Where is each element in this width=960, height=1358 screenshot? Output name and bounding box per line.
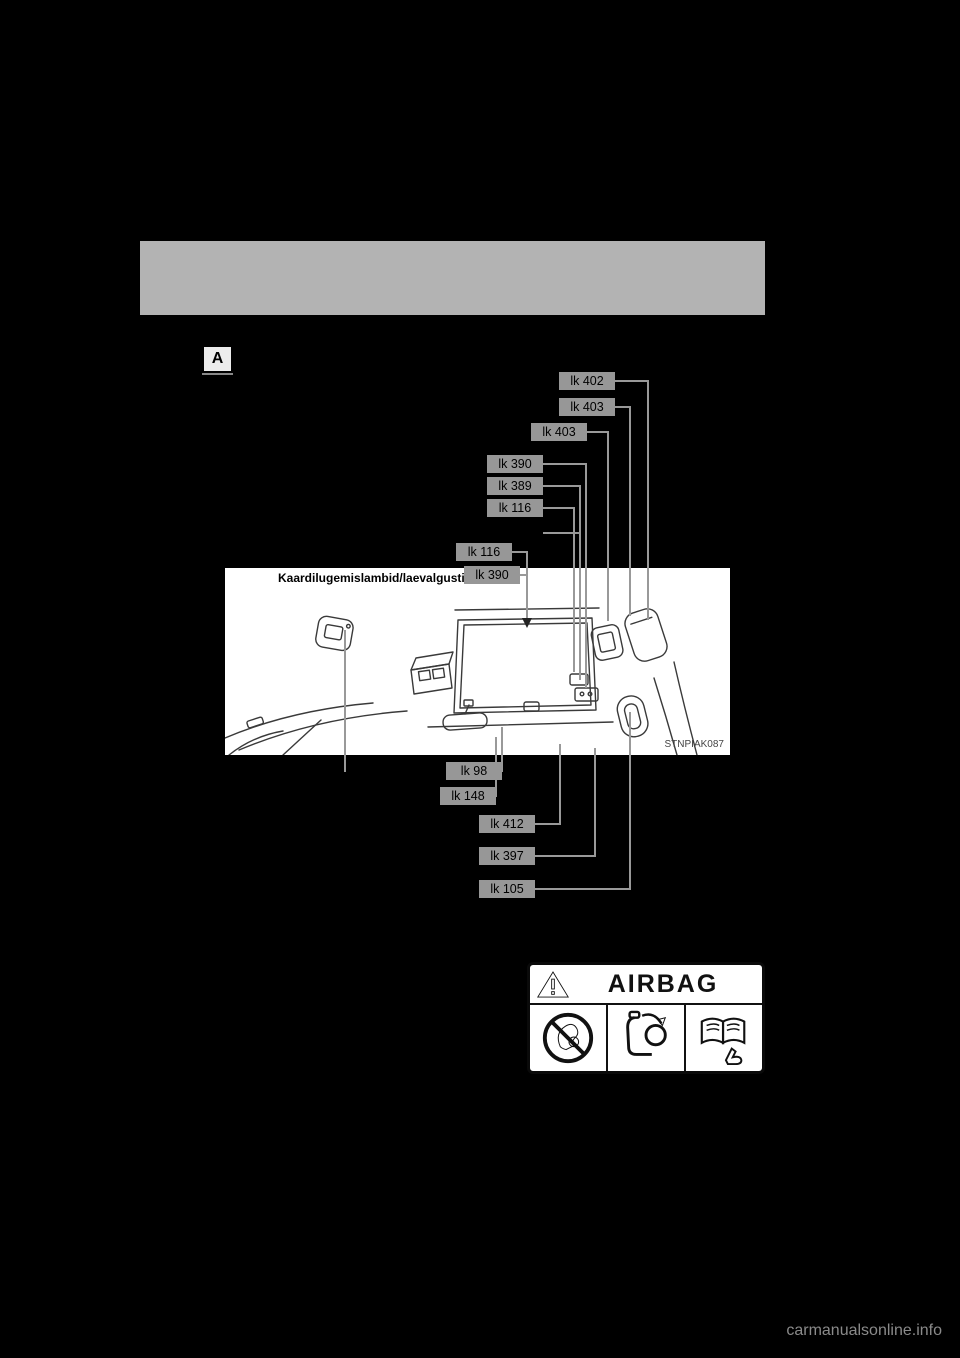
grab-handle <box>616 695 649 738</box>
leader-line <box>615 380 649 382</box>
leader-line <box>543 507 575 509</box>
leader-line <box>629 712 631 890</box>
watermark-text: carmanualsonline.info <box>786 1322 942 1339</box>
leader-line <box>543 532 579 534</box>
sunroof-outline <box>453 617 597 714</box>
leader-line <box>579 485 581 680</box>
leader-line <box>607 431 609 621</box>
page-reference-badge: lk 98 <box>446 762 502 780</box>
page-reference-badge: lk 148 <box>440 787 496 805</box>
page-reference-badge: lk 116 <box>456 543 512 561</box>
page-reference-badge: lk 412 <box>479 815 535 833</box>
airbag-label-title: AIRBAG <box>607 969 719 998</box>
leader-line <box>629 406 631 616</box>
figure-code: STNPIAK087 <box>664 739 724 750</box>
airbag-pictogram-cell <box>530 1005 608 1071</box>
airbag-label-header: AIRBAG <box>530 965 762 1003</box>
leader-line <box>559 744 561 825</box>
leader-line <box>501 727 503 772</box>
leader-line <box>344 630 346 772</box>
airbag-label-pictograms <box>530 1005 762 1071</box>
center-sensor <box>523 701 540 712</box>
leader-line <box>615 406 631 408</box>
rearview-mirror <box>442 699 488 731</box>
page-reference-badge: lk 390 <box>464 566 520 584</box>
page-reference-badge: lk 403 <box>559 398 615 416</box>
map-light-console <box>410 651 454 695</box>
right-sun-visor-inner <box>590 624 624 661</box>
page-reference-badge: lk 116 <box>487 499 543 517</box>
owners-manual-book-icon <box>700 1017 746 1066</box>
sunroof-pointer-arrow <box>522 618 532 628</box>
page-reference-badge: lk 105 <box>479 880 535 898</box>
leader-line <box>526 551 528 618</box>
airbag-pictogram-cell <box>608 1005 686 1071</box>
leader-line <box>594 748 596 857</box>
figure-caption: Kaardilugemislambid/laevalgusti <box>278 571 465 585</box>
leader-line <box>535 823 561 825</box>
leader-line <box>520 574 528 576</box>
seat-airbag-deployment-icon <box>626 1010 667 1056</box>
leader-line <box>585 463 587 688</box>
airbag-pictogram-cell <box>686 1005 762 1071</box>
child-seat-prohibition-icon <box>542 1012 594 1064</box>
leader-line <box>543 463 587 465</box>
page-reference-badge: lk 403 <box>531 423 587 441</box>
page-reference-badge: lk 389 <box>487 477 543 495</box>
airbag-label-divider <box>530 1003 762 1005</box>
overhead-switch-panel <box>569 673 599 702</box>
page-reference-badge: lk 390 <box>487 455 543 473</box>
leader-line <box>512 551 528 553</box>
page-reference-badge: lk 397 <box>479 847 535 865</box>
leader-line <box>535 888 631 890</box>
car-interior-ceiling-illustration: STNPIAK087 <box>224 568 730 756</box>
warning-triangle-icon <box>536 970 570 997</box>
section-marker: A <box>204 347 231 371</box>
section-header-bar <box>140 241 765 315</box>
headliner-line-drawing <box>224 607 698 756</box>
leader-line <box>587 431 609 433</box>
leader-line <box>647 380 649 620</box>
leader-line <box>535 855 596 857</box>
left-sun-visor <box>315 615 354 652</box>
airbag-warning-label: AIRBAG <box>527 962 765 1074</box>
page-reference-badge: lk 402 <box>559 372 615 390</box>
section-marker-underline <box>202 373 233 375</box>
leader-line <box>573 507 575 672</box>
leader-line <box>543 485 581 487</box>
